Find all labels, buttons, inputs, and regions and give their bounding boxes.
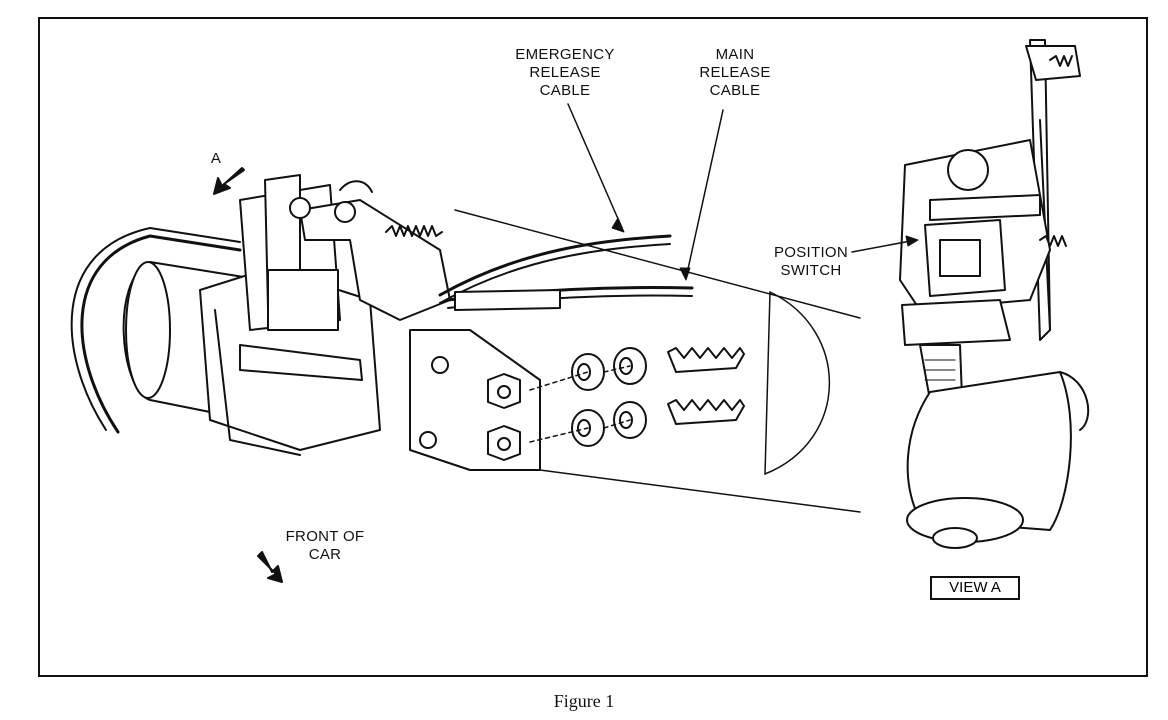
stud-upper — [667, 347, 745, 373]
hose — [80, 234, 242, 434]
spring — [385, 225, 443, 237]
label-main-release-cable: MAIN RELEASE CABLE — [699, 46, 771, 99]
label-front-of-car: FRONT OF CAR — [285, 528, 365, 563]
front-of-car-arrow — [257, 551, 283, 583]
bolt-lower — [487, 425, 521, 461]
view-a-switch — [901, 299, 1011, 346]
release-lever — [299, 199, 451, 321]
emergency-release-cable — [438, 234, 672, 297]
bolt-upper — [487, 373, 521, 409]
figure-frame — [38, 17, 1148, 677]
stud-lower — [667, 399, 745, 425]
label-view-arrow: A — [210, 150, 222, 167]
label-emergency-release-cable: EMERGENCY RELEASE CABLE — [515, 46, 615, 99]
figure-caption: Figure 1 — [553, 691, 615, 711]
label-position-switch: POSITION SWITCH — [773, 244, 849, 279]
view-a-motor — [906, 371, 1072, 531]
label-view-a: VIEW A — [930, 576, 1020, 600]
view-a-arrow — [213, 167, 245, 195]
